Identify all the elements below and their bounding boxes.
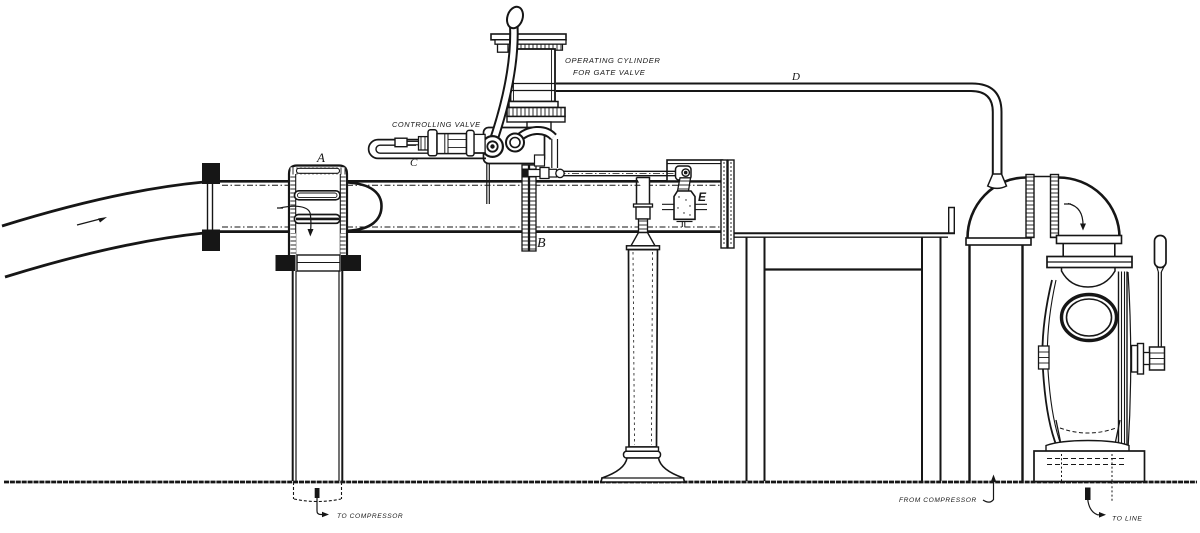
svg-text:C: C	[410, 157, 418, 169]
svg-text:E: E	[698, 190, 707, 204]
svg-text:A: A	[316, 150, 325, 165]
svg-text:B: B	[537, 236, 546, 251]
svg-text:FROM COMPRESSOR: FROM COMPRESSOR	[899, 497, 977, 504]
svg-text:TO COMPRESSOR: TO COMPRESSOR	[337, 513, 403, 520]
svg-text:CONTROLLING VALVE: CONTROLLING VALVE	[392, 120, 481, 129]
svg-text:TO LINE: TO LINE	[1112, 516, 1143, 523]
svg-text:D: D	[791, 71, 800, 83]
svg-text:OPERATING CYLINDER: OPERATING CYLINDER	[565, 56, 660, 65]
svg-text:FOR GATE VALVE: FOR GATE VALVE	[573, 68, 646, 77]
